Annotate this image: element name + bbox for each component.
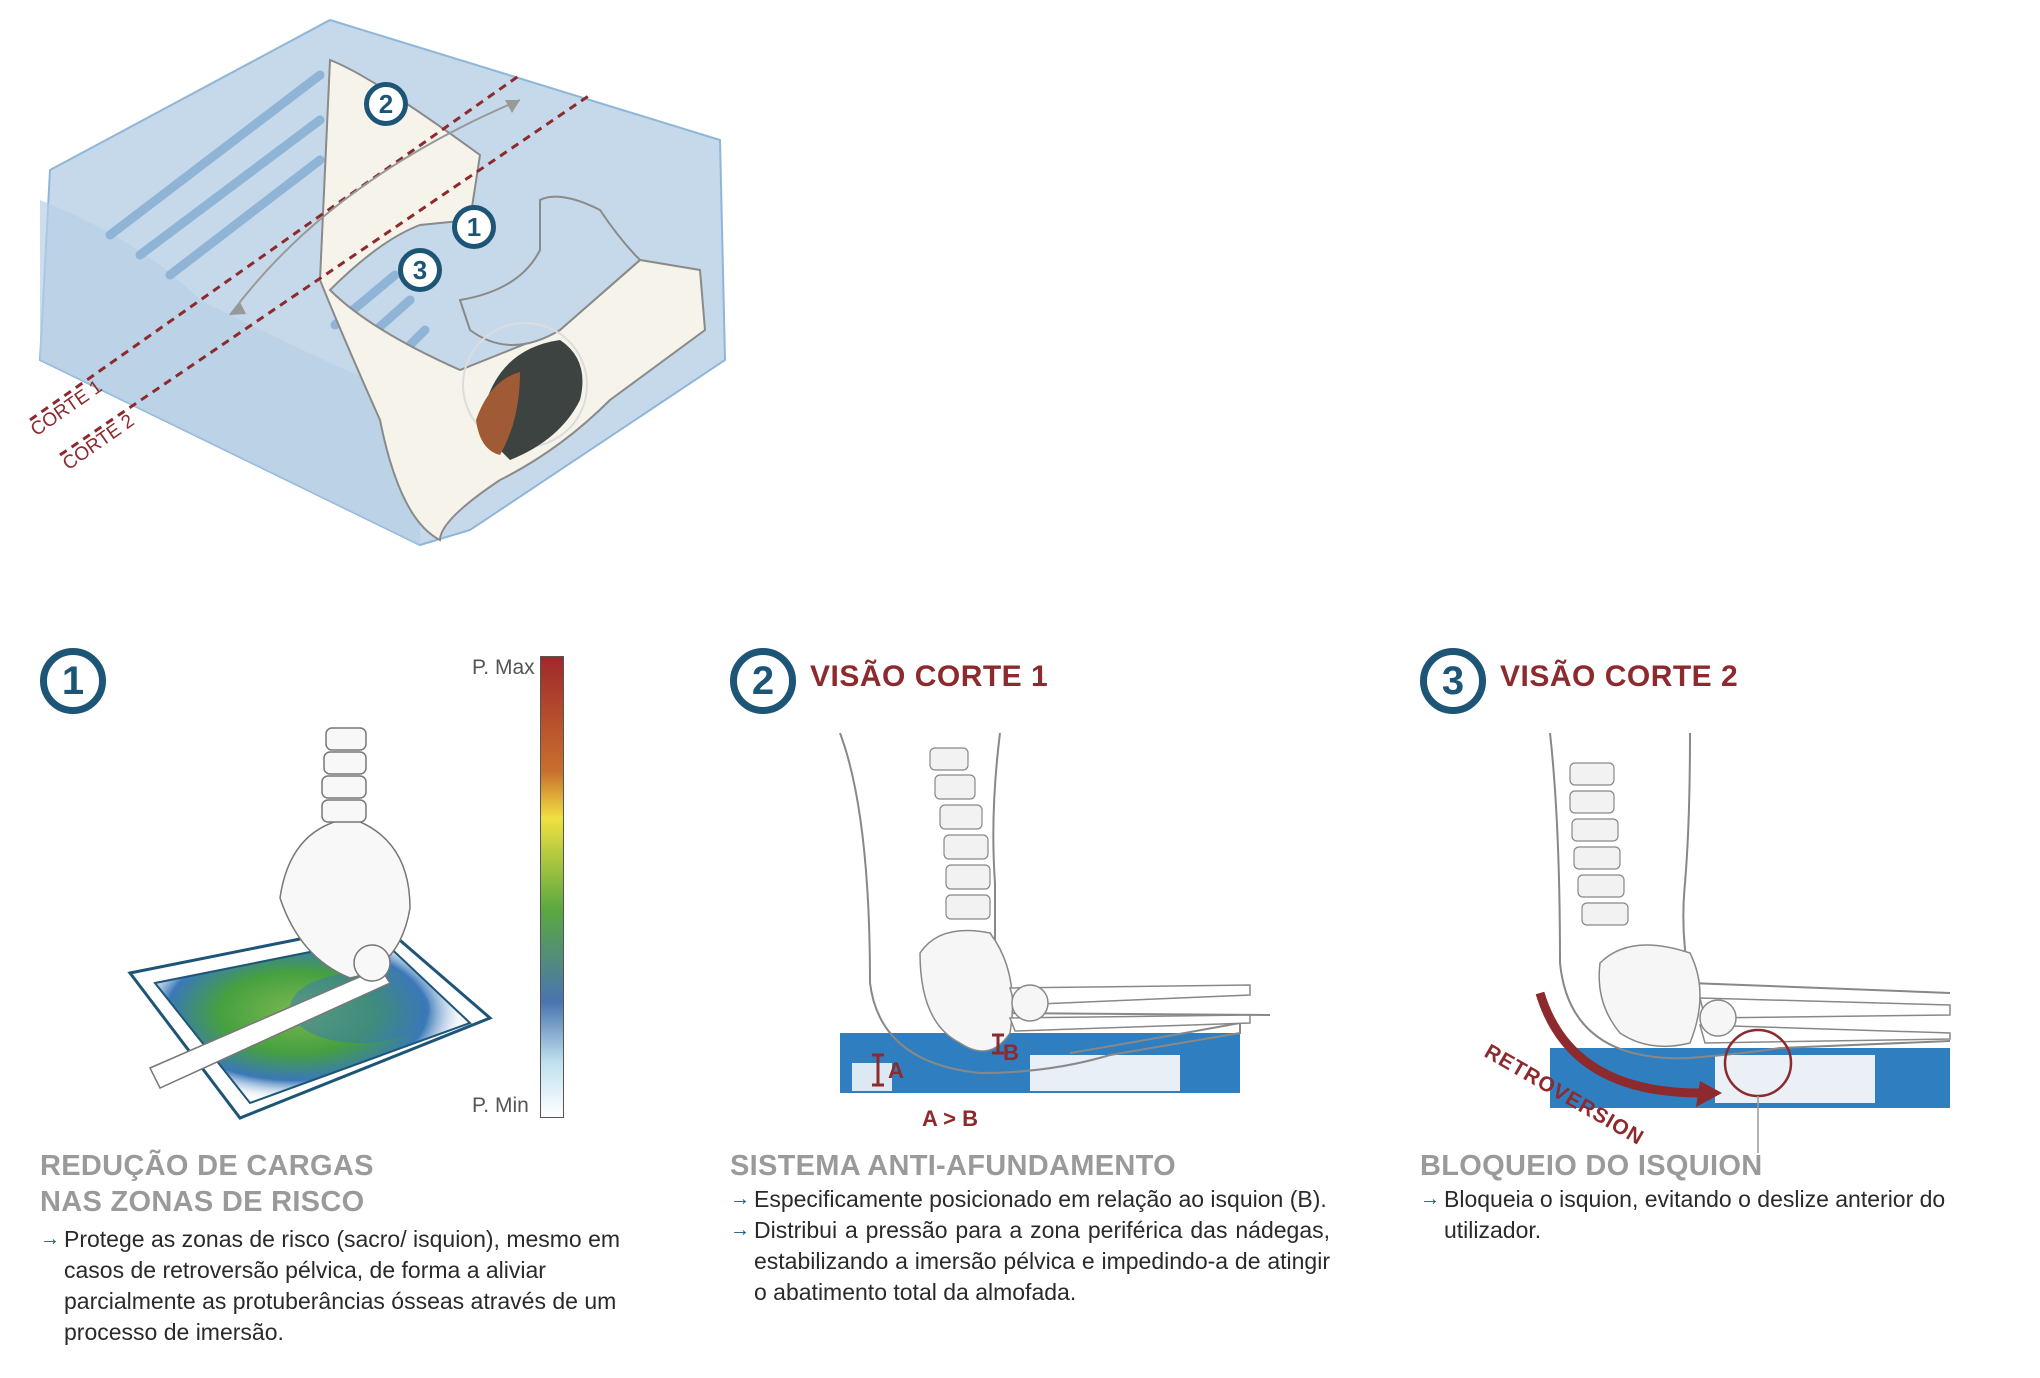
feature-title-line: SISTEMA ANTI-AFUNDAMENTO (730, 1150, 1176, 1182)
feature-title-line: NAS ZONAS DE RISCO (40, 1186, 365, 1218)
label-b: B (1003, 1040, 1019, 1065)
panel-1-number-badge: 1 (40, 648, 106, 714)
pressure-color-scale (540, 656, 564, 1118)
feature-bullet: → Distribui a pressão para a zona perifé… (730, 1215, 1330, 1308)
cut-line-2 (59, 93, 591, 457)
panel-2-number-badge: 2 (730, 648, 796, 714)
zone-marker-3: 3 (398, 248, 442, 292)
feature-title-line: REDUÇÃO DE CARGAS (40, 1150, 374, 1182)
cushion-overview-illustration: CORTE 1 CORTE 2 2 1 3 (0, 0, 800, 560)
feature-bullet: → Bloqueia o isquion, evitando o deslize… (1420, 1184, 2040, 1246)
feature-bullet: → Especificamente posicionado em relação… (730, 1184, 1330, 1215)
panel-2-heading: VISÃO CORTE 1 (810, 660, 1049, 693)
zone-marker-1: 1 (452, 205, 496, 249)
feature-title-line: BLOQUEIO DO ISQUION (1420, 1150, 1763, 1182)
feature-bullet: → Protege as zonas de risco (sacro/ isqu… (40, 1224, 650, 1348)
cut-line-1 (29, 73, 521, 422)
panel-2: 2 VISÃO CORTE 1 A B A > B SISTEMA ANTI-A… (730, 648, 1350, 1368)
cushion-cutaway-drawing (29, 18, 727, 547)
label-a: A (888, 1058, 904, 1083)
panel-3: 3 VISÃO CORTE 2 RETROVERSION BLOQUEIO DO… (1420, 648, 2040, 1368)
zone-marker-2: 2 (364, 82, 408, 126)
arrow-right-icon: → (1420, 1188, 1440, 1210)
panel-1: 1 P. Max P. Min REDUÇÃO DE CARGAS (40, 648, 660, 1368)
a-greater-than-b-label: A > B (922, 1106, 979, 1131)
panel-3-number-badge: 3 (1420, 648, 1486, 714)
panel-3-heading: VISÃO CORTE 2 (1500, 660, 1739, 693)
cut-2-section-illustration (1535, 733, 1951, 1153)
arrow-right-icon: → (730, 1219, 750, 1241)
arrow-right-icon: → (40, 1228, 60, 1250)
arrow-right-icon: → (730, 1188, 750, 1210)
pressure-map-illustration (127, 727, 493, 1120)
cut-1-section-illustration (839, 733, 1270, 1093)
scale-min-label: P. Min (472, 1094, 529, 1117)
scale-max-label: P. Max (472, 656, 535, 679)
